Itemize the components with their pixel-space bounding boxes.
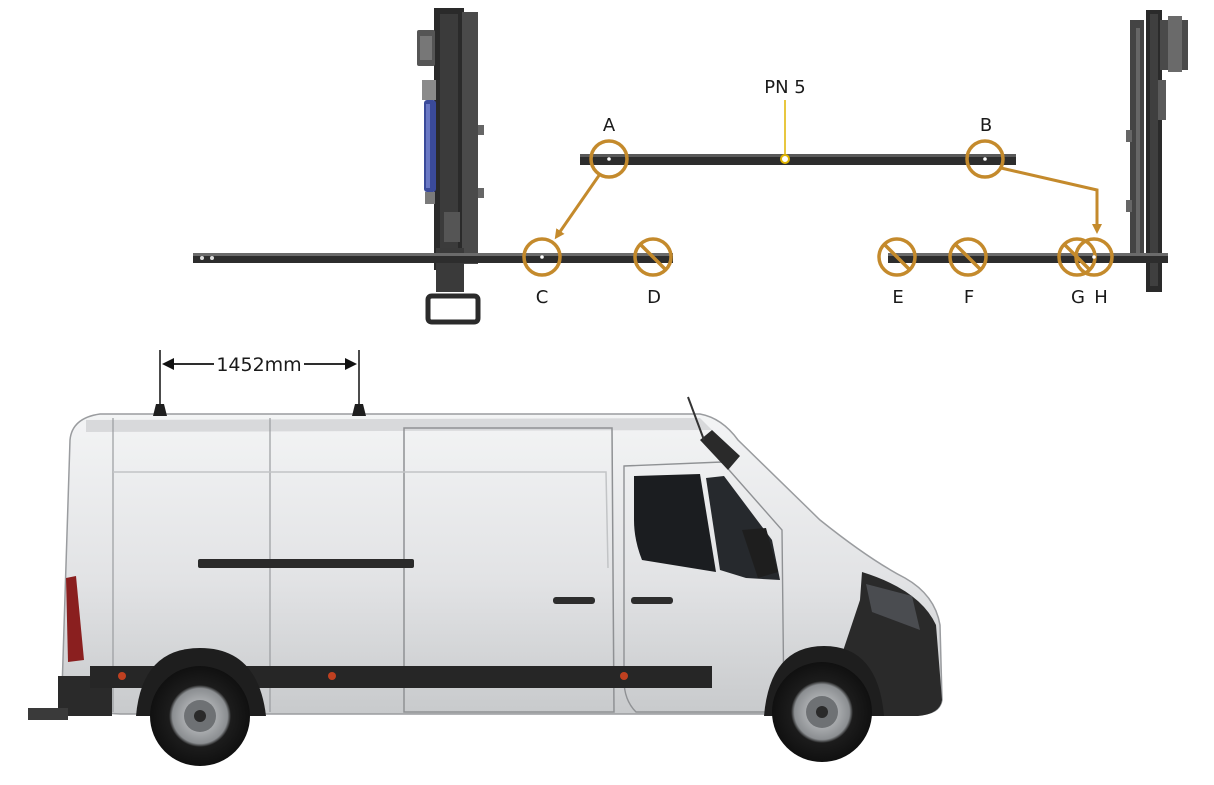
point-f-label: F (964, 287, 974, 308)
point-h-label: H (1094, 287, 1108, 308)
point-e-label: E (892, 287, 903, 308)
dimension-label: 1452mm (216, 354, 301, 376)
part-number-label: PN 5 (764, 77, 806, 98)
upper-rail (580, 154, 1016, 165)
point-f-prohibited-marker (948, 237, 988, 277)
point-d-label: D (647, 287, 661, 308)
point-e-prohibited-marker (877, 237, 917, 277)
point-b-label: B (980, 115, 992, 136)
point-c-marker (522, 237, 562, 277)
roof-bar-rear (153, 404, 167, 416)
ladder-mechanism-left (417, 8, 484, 325)
point-a-label: A (603, 115, 616, 136)
part-number-callout: PN 5 (764, 77, 806, 164)
rear-wheel (150, 666, 250, 766)
arrow-a-to-c (554, 173, 602, 240)
point-a-marker (589, 139, 629, 179)
arrow-b-to-h (1000, 166, 1102, 234)
crossbar-spacing-dimension: 1452mm (159, 350, 360, 410)
front-wheel (772, 662, 872, 762)
lower-rail-right (888, 253, 1168, 263)
point-h-marker (1074, 237, 1114, 277)
point-b-marker (965, 139, 1005, 179)
point-d-prohibited-marker (633, 237, 673, 277)
roof-bar-front (352, 404, 366, 416)
lower-rail-left (193, 253, 673, 263)
ladder-mechanism-right (1126, 10, 1188, 292)
point-g-label: G (1071, 287, 1085, 308)
point-c-label: C (536, 287, 549, 308)
